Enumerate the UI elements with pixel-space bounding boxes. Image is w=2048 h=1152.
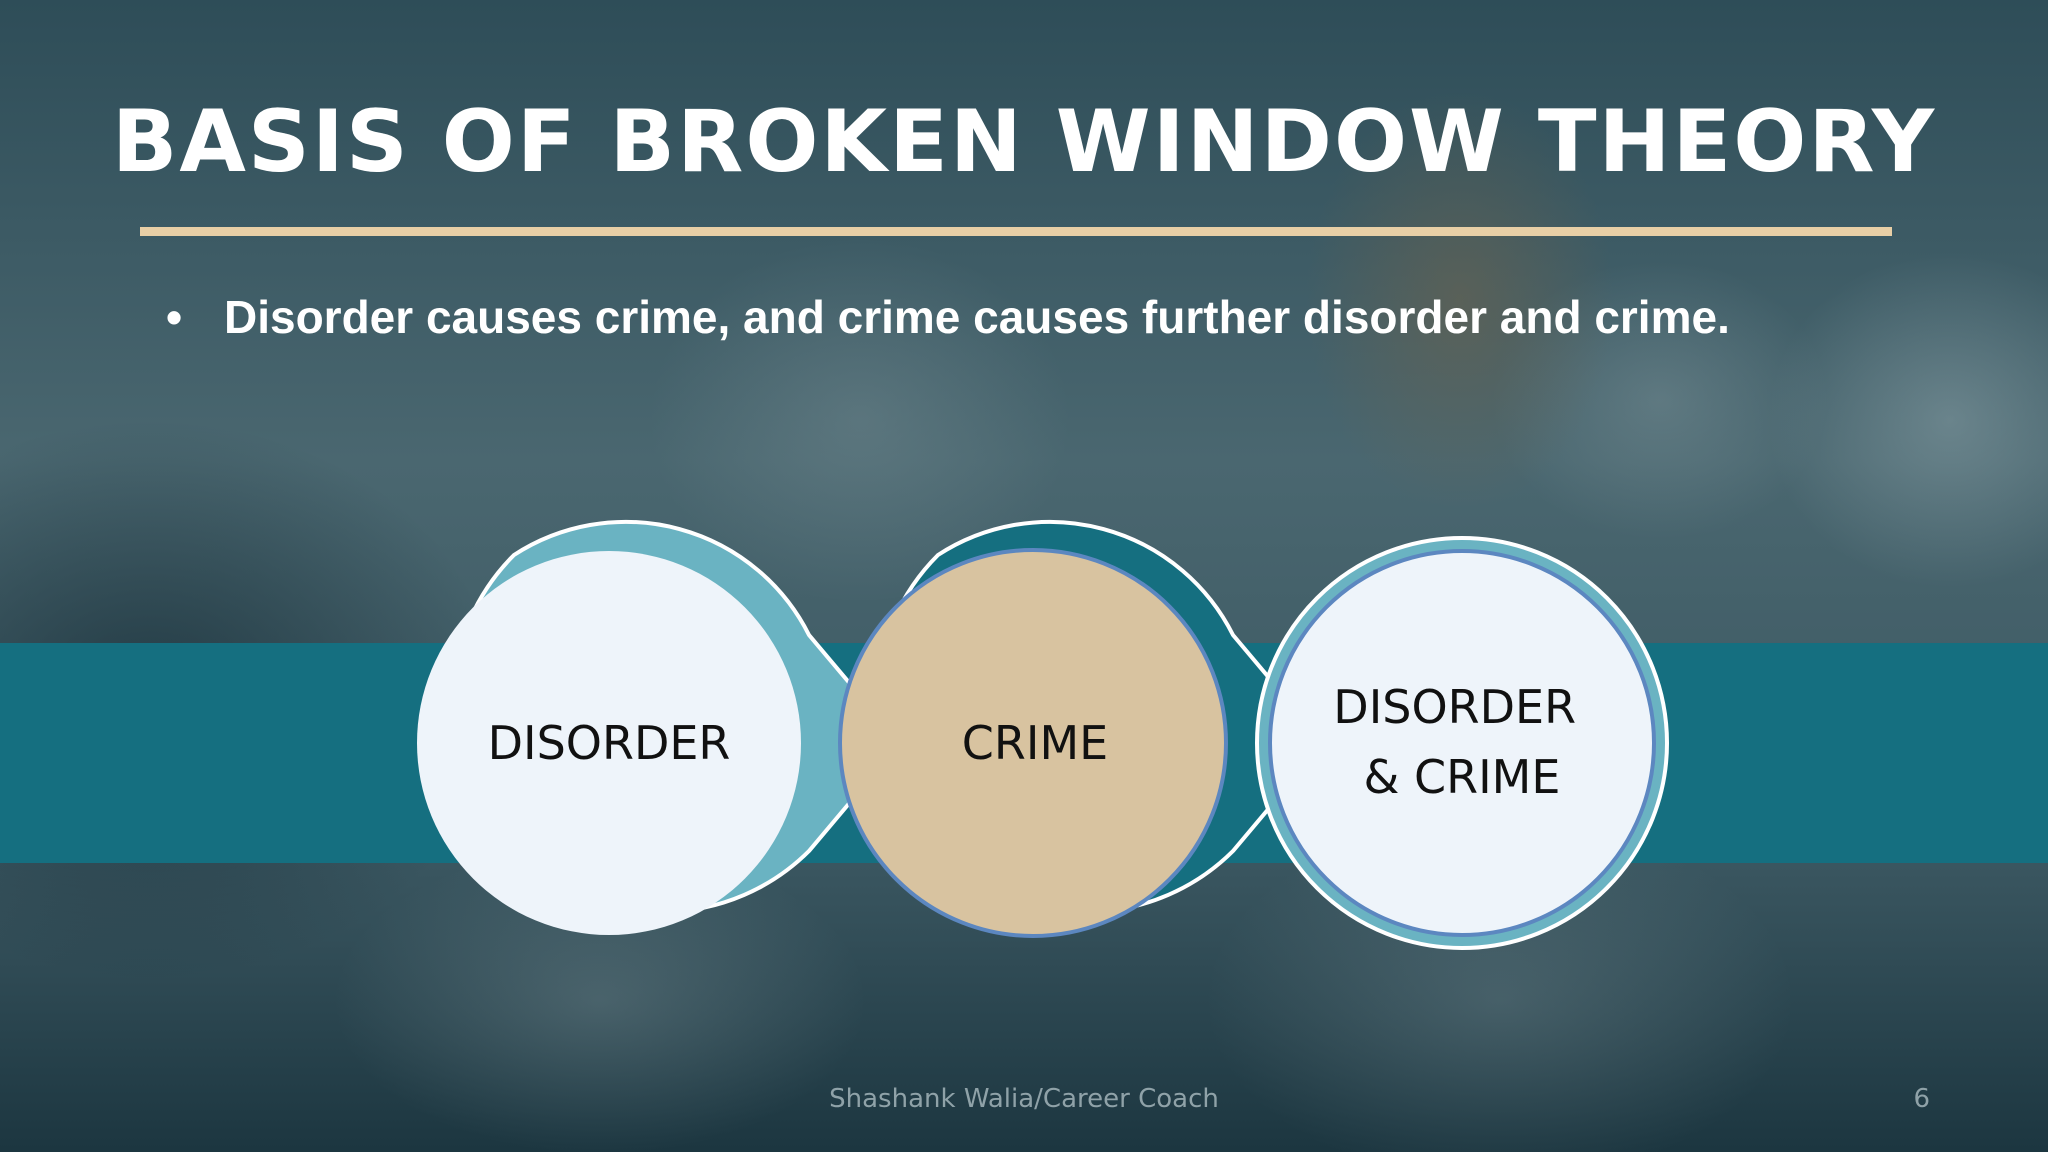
node-2-circle <box>838 548 1228 938</box>
page-number: 6 <box>1913 1084 1930 1114</box>
node-3-circle <box>1268 549 1656 937</box>
svg-text:DISORDER & CRIME: DISORDER & CRIME <box>1333 680 1590 804</box>
diagram-node-disorder-and-crime: DISORDER & CRIME <box>1255 536 1669 950</box>
title-underline <box>140 227 1892 236</box>
node-3-label-line-1: DISORDER <box>1333 680 1576 734</box>
node-1-circle <box>417 551 801 935</box>
bullet-text: Disorder causes crime, and crime causes … <box>224 291 1730 343</box>
bullet-marker: • <box>166 291 183 343</box>
svg-text:CRIME: CRIME <box>962 716 1108 770</box>
diagram-node-crime: CRIME <box>838 519 1327 938</box>
slide-footer: Shashank Walia/Career Coach <box>829 1084 1219 1114</box>
svg-text:DISORDER: DISORDER <box>488 716 731 770</box>
node-1-label-line-1: DISORDER <box>488 716 731 770</box>
diagram-node-disorder: DISORDER <box>417 519 903 935</box>
slide-title: BASIS OF BROKEN WINDOW THEORY <box>111 92 1937 192</box>
node-2-label-line-1: CRIME <box>962 716 1108 770</box>
node-3-label-line-2: & CRIME <box>1364 750 1561 804</box>
